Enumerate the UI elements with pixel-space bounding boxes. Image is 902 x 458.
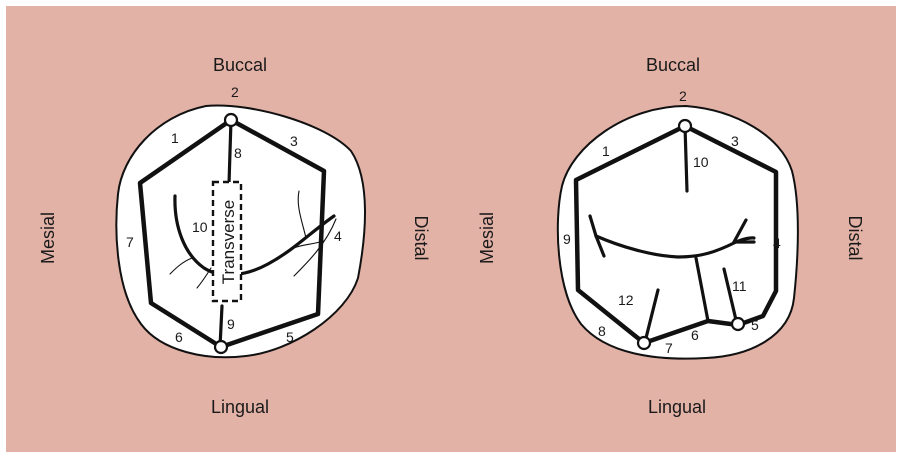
right-num-3: 3 [731, 133, 739, 149]
right-marginal-ridges [573, 123, 779, 346]
left-distal-label: Distal [411, 215, 431, 260]
right-buccal-label: Buccal [646, 55, 700, 75]
left-lingual-label: Lingual [211, 397, 269, 417]
right-num-8: 8 [598, 323, 606, 339]
right-num-5: 5 [751, 317, 759, 333]
right-ridge-10 [683, 124, 689, 193]
left-num-3: 3 [290, 133, 298, 149]
right-num-9: 9 [563, 231, 571, 247]
left-supplemental-groove-5 [196, 267, 212, 289]
left-tooth: Transverse 1 2 3 4 5 6 7 8 9 10 Buccal L… [38, 55, 431, 417]
right-num-6: 6 [691, 327, 699, 343]
right-num-7: 7 [665, 340, 673, 356]
right-num-2: 2 [679, 88, 687, 104]
occlusal-diagram: Transverse 1 2 3 4 5 6 7 8 9 10 Buccal L… [38, 55, 865, 417]
right-cusp-tip-buccal [677, 118, 693, 134]
right-num-4: 4 [773, 235, 781, 251]
left-num-8: 8 [234, 145, 242, 161]
left-num-7: 7 [126, 234, 134, 250]
transverse-ridge-box [211, 180, 243, 303]
left-supplemental-groove-1 [297, 190, 307, 239]
right-num-11: 11 [732, 278, 747, 294]
right-ridge-11 [722, 267, 738, 322]
left-ridge-8 [227, 118, 233, 186]
left-mesial-label: Mesial [38, 212, 58, 264]
right-groove-branch-mesial-1 [588, 214, 598, 238]
right-lingual-label: Lingual [648, 397, 706, 417]
right-groove-branch-distal-1 [732, 218, 748, 244]
right-tooth-outline [556, 104, 799, 360]
right-tooth: 1 2 3 4 5 6 7 8 9 10 11 12 Buccal Lingua… [477, 55, 865, 417]
right-lingual-groove-6 [694, 256, 710, 323]
left-supplemental-groove-3 [283, 240, 325, 255]
left-num-2: 2 [231, 84, 239, 100]
figure-panel: Transverse 1 2 3 4 5 6 7 8 9 10 Buccal L… [6, 6, 896, 452]
right-ridge-12 [644, 288, 660, 340]
left-num-10: 10 [192, 219, 208, 235]
left-cusp-tip-lingual [213, 339, 229, 355]
left-num-4: 4 [334, 228, 342, 244]
right-cusp-tip-distolingual [730, 316, 746, 332]
right-mesial-label: Mesial [477, 212, 497, 264]
left-num-6: 6 [175, 329, 183, 345]
left-cusp-tip-buccal [223, 112, 239, 128]
right-num-10: 10 [693, 154, 709, 170]
left-num-9: 9 [227, 316, 235, 332]
left-buccal-label: Buccal [213, 55, 267, 75]
transverse-label: Transverse [219, 200, 238, 284]
right-groove-branch-mesial-2 [594, 234, 606, 258]
right-num-12: 12 [618, 292, 634, 308]
left-num-5: 5 [286, 329, 294, 345]
left-num-1: 1 [171, 130, 179, 146]
right-central-groove [594, 234, 756, 259]
right-distal-label: Distal [845, 215, 865, 260]
right-num-1: 1 [602, 143, 610, 159]
left-supplemental-groove-2 [293, 218, 337, 277]
right-cusp-tip-mesiolingual [636, 335, 652, 351]
left-supplemental-groove-4 [169, 257, 193, 275]
